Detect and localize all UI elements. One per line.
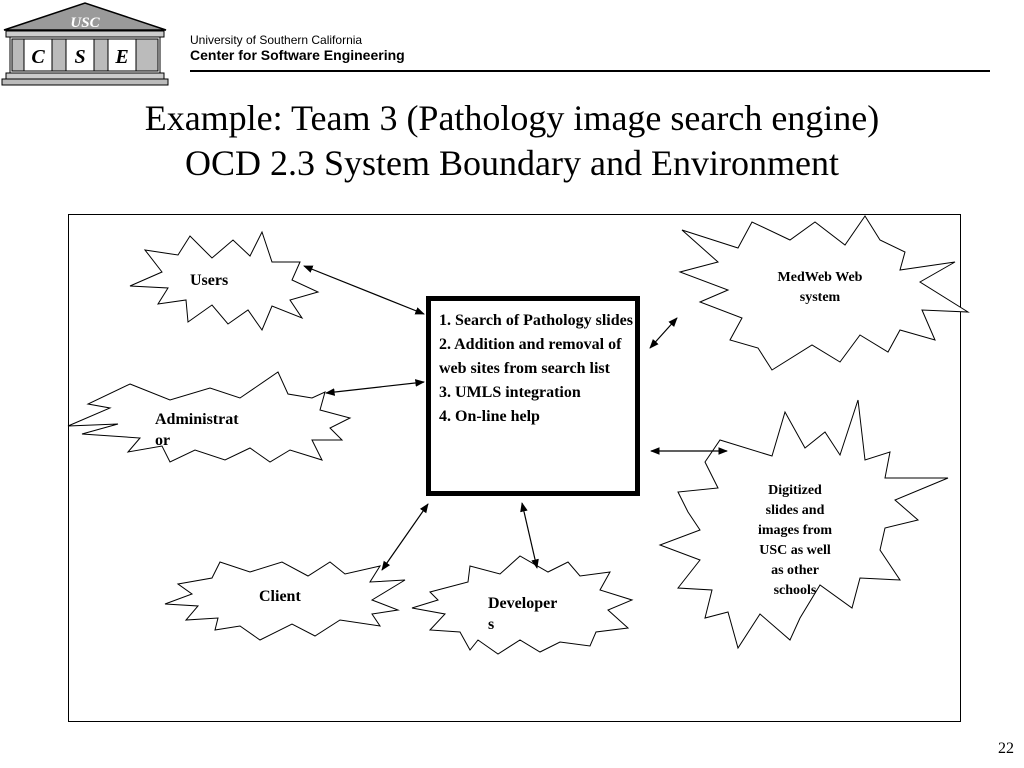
svg-text:USC: USC (70, 15, 100, 31)
users-burst (129, 230, 320, 332)
medweb-burst (678, 215, 970, 371)
diagram-frame (68, 214, 961, 722)
digitized-burst (658, 399, 949, 650)
slide-title-line2: OCD 2.3 System Boundary and Environment (185, 143, 839, 183)
svg-text:C: C (31, 46, 45, 68)
digitized-label: Digitized slides and images from USC as … (758, 483, 832, 598)
arrow-developers-system (520, 502, 539, 569)
svg-text:S: S (74, 46, 85, 68)
arrow-medweb-system (649, 317, 678, 349)
system-capability: 1. Search of Pathology slides (439, 312, 633, 329)
usc-cse-logo: USC C S E (1, 2, 169, 86)
client-label: Client (259, 588, 301, 605)
university-name: University of Southern California (190, 33, 363, 47)
system-boundary-box: 1. Search of Pathology slides 2. Additio… (426, 296, 640, 496)
system-capability: 2. Addition and removal of web sites fro… (439, 336, 622, 377)
developers-label: Developer s (488, 595, 558, 633)
header-text: University of Southern California Center… (190, 33, 405, 63)
users-label: Users (190, 272, 229, 289)
system-capability: 3. UMLS integration (439, 384, 581, 401)
arrow-users-system (303, 265, 425, 315)
svg-text:E: E (114, 46, 128, 68)
administrator-label: Administrat or (155, 411, 239, 449)
header-divider (190, 70, 990, 72)
administrator-burst (67, 371, 352, 463)
system-capability: 4. On-line help (439, 408, 540, 425)
arrow-client-system (381, 503, 429, 571)
arrow-administrator-system (325, 379, 425, 396)
client-burst (164, 561, 406, 641)
medweb-label: MedWeb Web system (777, 270, 863, 305)
center-name: Center for Software Engineering (190, 47, 405, 63)
slide-title-line1: Example: Team 3 (Pathology image search … (144, 98, 880, 138)
page-number: 22 (998, 740, 1014, 757)
slide-title: Example: Team 3 (Pathology image search … (0, 96, 1024, 186)
